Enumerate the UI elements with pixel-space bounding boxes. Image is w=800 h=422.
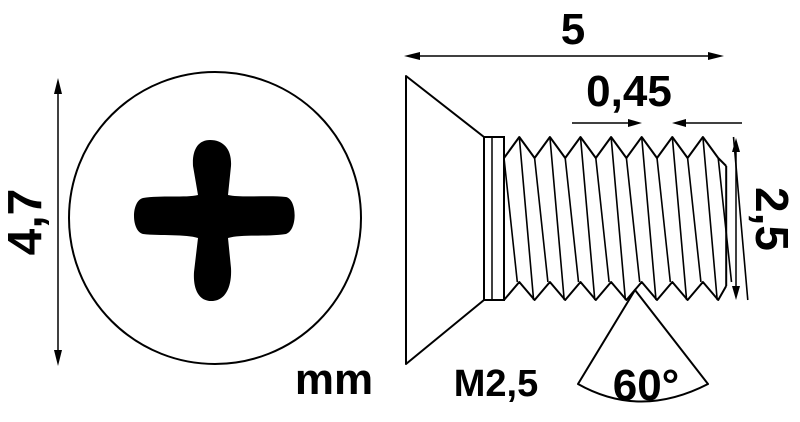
countersunk-head (405, 75, 485, 365)
thread-helix-line (564, 136, 596, 301)
screw-side-view (405, 75, 749, 365)
designation-label: M2,5 (454, 363, 538, 405)
thread-angle-label: 60° (613, 361, 680, 410)
thread-angle-indicator: 60° (577, 289, 709, 410)
arrow-right-icon (708, 52, 724, 60)
head-top-view (68, 71, 362, 365)
thread-profile-bottom (503, 281, 728, 301)
arrow-down-icon (54, 350, 62, 366)
pitch-label: 0,45 (586, 67, 672, 116)
arrow-right-icon (628, 119, 642, 127)
angle-sector (577, 289, 709, 403)
arrow-left-icon (672, 119, 686, 127)
thread-diameter-label: 2,5 (746, 187, 798, 251)
head-diameter-label: 4,7 (0, 189, 53, 256)
thread-profile-top (503, 136, 727, 167)
arrow-down-icon (732, 286, 740, 300)
arrow-up-icon (732, 138, 740, 152)
length-label: 5 (561, 5, 585, 54)
pitch-dimension: 0,45 (572, 67, 742, 127)
arrow-left-icon (404, 52, 420, 60)
thread-helix-line (656, 136, 688, 301)
thread-helix-line (533, 136, 565, 301)
head-diameter-dimension: 4,7 (0, 78, 62, 366)
thread-helix-line (625, 136, 657, 301)
thread-diameter-dimension: 2,5 (732, 138, 798, 300)
length-dimension: 5 (404, 5, 724, 60)
shank-body (483, 136, 505, 301)
thread-group (503, 136, 749, 301)
unit-label: mm (295, 355, 373, 404)
thread-helix-line (686, 136, 718, 301)
thread-helix-line (595, 136, 627, 301)
arrow-up-icon (54, 78, 62, 94)
thread-helix-line (503, 136, 535, 301)
phillips-recess (134, 140, 295, 302)
